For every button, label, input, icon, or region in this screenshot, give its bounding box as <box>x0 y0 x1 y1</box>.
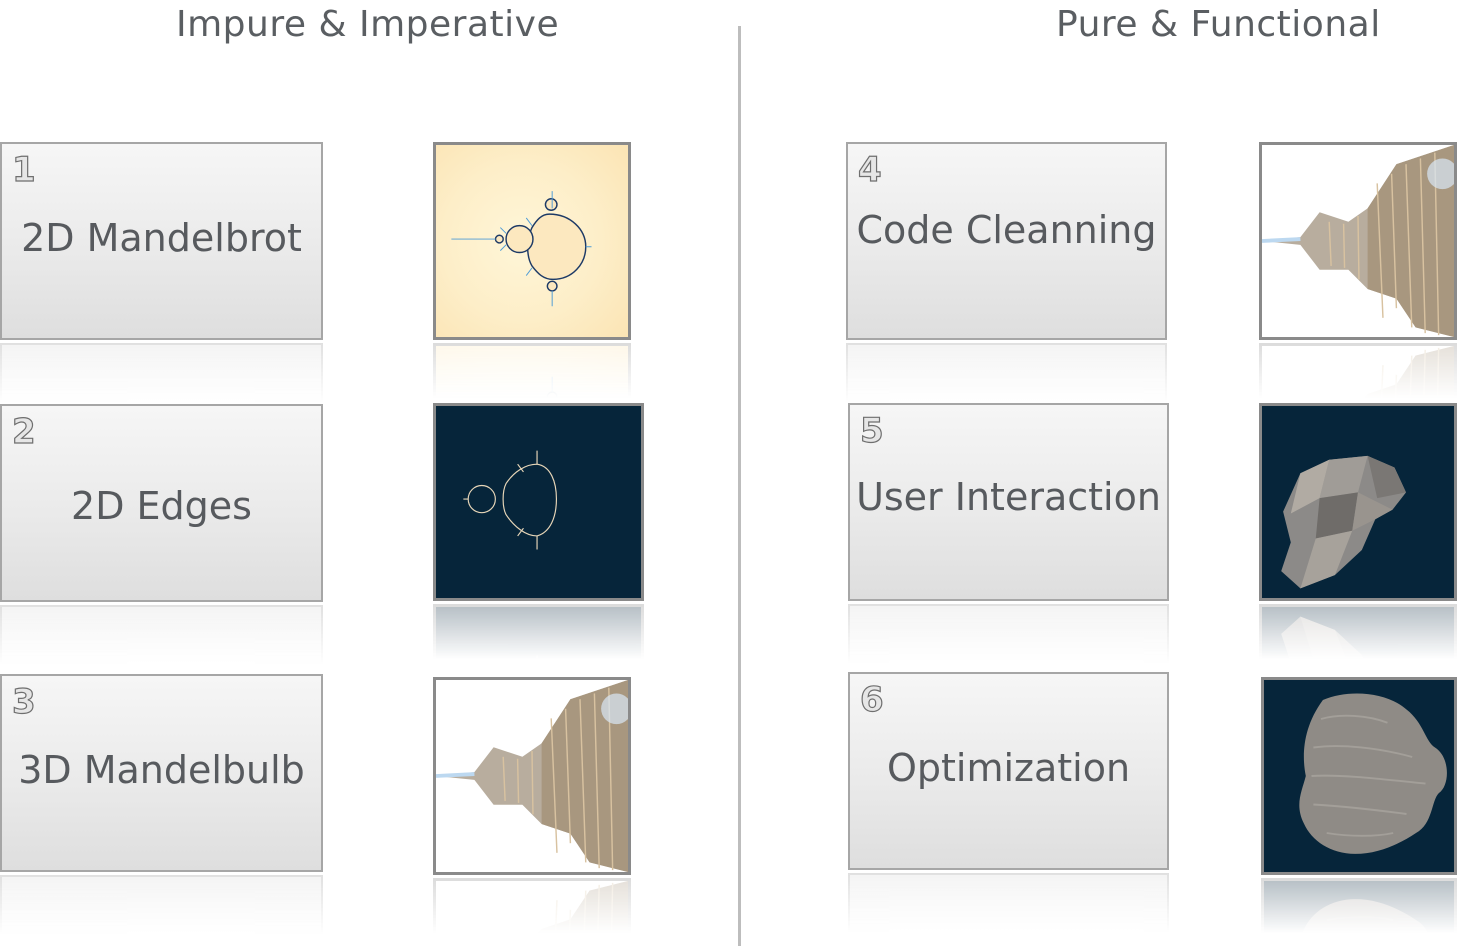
step-title: User Interaction <box>856 475 1161 519</box>
step-number: 1 <box>11 149 36 190</box>
mandelbulb-3d-clean-icon <box>1259 142 1457 340</box>
step-number: 6 <box>859 679 884 720</box>
step-title: Optimization <box>886 746 1131 790</box>
mandelbrot-edges-icon <box>433 403 644 601</box>
step-card-5[interactable]: 5 User Interaction <box>848 403 1169 601</box>
step-title: 2D Edges <box>71 484 252 528</box>
step-card-6[interactable]: 6 Optimization <box>848 672 1169 870</box>
mandelbulb-3d-icon <box>433 677 631 875</box>
step-title: Code Cleanning <box>856 208 1157 252</box>
step-card-4[interactable]: 4 Code Cleanning <box>846 142 1167 340</box>
left-column-heading: Impure & Imperative <box>176 4 560 45</box>
step-card-2[interactable]: 2 2D Edges <box>0 404 323 602</box>
step-title: 3D Mandelbulb <box>18 748 305 792</box>
step-title: 2D Mandelbrot <box>21 216 302 260</box>
mandelbrot-2d-icon <box>433 142 631 340</box>
mandelbulb-lowpoly-icon <box>1259 403 1457 601</box>
step-card-1[interactable]: 1 2D Mandelbrot <box>0 142 323 340</box>
step-number: 3 <box>11 681 36 722</box>
right-column-heading: Pure & Functional <box>1056 4 1381 45</box>
step-number: 5 <box>859 410 884 451</box>
column-divider <box>738 26 741 946</box>
step-card-3[interactable]: 3 3D Mandelbulb <box>0 674 323 872</box>
step-number: 4 <box>857 149 882 190</box>
step-number: 2 <box>11 411 36 452</box>
mandelbulb-optimized-icon <box>1261 677 1457 875</box>
